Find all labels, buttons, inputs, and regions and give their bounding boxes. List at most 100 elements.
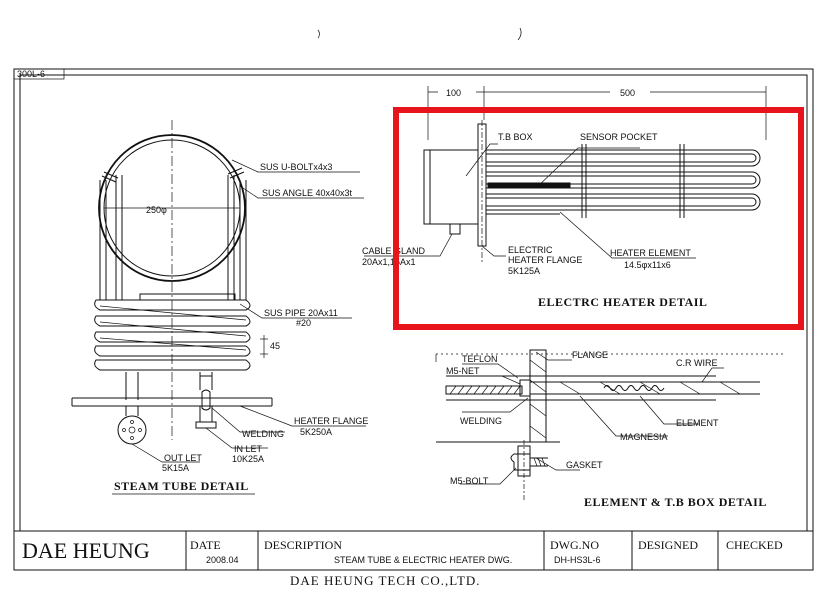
dwg-no-value: DH-HS3L-6 (554, 555, 601, 565)
element-label: ELEMENT (676, 418, 719, 428)
dim-500: 500 (620, 88, 635, 98)
company-name: DAE HEUNG (22, 538, 150, 563)
welding-label: WELDING (242, 429, 284, 439)
dwg-no-label: DWG.NO (550, 538, 599, 552)
electric-flange-label-1: ELECTRIC (508, 245, 553, 255)
ubolt-clip-left (101, 171, 119, 183)
m5-bolt-label: M5-BOLT (450, 476, 489, 486)
description-value: STEAM TUBE & ELECTRIC HEATER DWG. (334, 555, 512, 565)
bolt-hole (130, 420, 134, 424)
element-tb-detail: FLANGE TEFLON M5-NET C.R WIRE WELDING EL… (435, 349, 786, 509)
inlet-label-1: IN LET (234, 444, 263, 454)
outer-border (13, 68, 814, 571)
heater-element-label-1: HEATER ELEMENT (610, 248, 691, 258)
steam-tube-title: STEAM TUBE DETAIL (114, 479, 249, 493)
tb-box-label: T.B BOX (498, 132, 533, 142)
gasket (517, 445, 531, 477)
cable-gland (449, 223, 461, 235)
ubolt-label: SUS U-BOLTx4x3 (260, 162, 332, 172)
ubolt-clip-right (227, 167, 245, 179)
magnesia-label: MAGNESIA (620, 432, 668, 442)
outlet-flange-hole (128, 426, 136, 434)
title-block: DAE HEUNG DATE 2008.04 DESCRIPTION STEAM… (14, 530, 813, 570)
heater-flange-label-2: 5K250A (300, 427, 332, 437)
bolt-head (510, 453, 531, 471)
leader-line (462, 375, 521, 385)
leader-line (239, 405, 366, 427)
dim-label-bg (610, 86, 650, 98)
description-label: DESCRIPTION (264, 538, 342, 552)
date-value: 2008.04 (206, 555, 239, 565)
pitch-label: 45 (270, 341, 280, 351)
bolt-thread (533, 457, 546, 467)
electric-heater-detail: 100 500 T.B BOX SENSOR P (362, 86, 767, 309)
cr-wire-label: C.R WIRE (676, 358, 718, 368)
element-detail-title: ELEMENT & T.B BOX DETAIL (584, 495, 767, 509)
outlet-flange-neck (125, 406, 139, 416)
steam-tube-detail: 250φ 45 (71, 120, 368, 495)
m5-bolt (530, 457, 548, 467)
bolt-hole (138, 428, 142, 432)
leader-line (559, 211, 696, 259)
pipe-label-2: #20 (296, 318, 311, 328)
leader-line (462, 363, 519, 379)
pipe-label-1: SUS PIPE 20Ax11 (264, 308, 338, 318)
outlet-label-1: OUT LET (164, 453, 202, 463)
tb-box (423, 149, 479, 225)
leader-line (639, 395, 700, 425)
sheet-id-box (13, 68, 65, 80)
flange-label: FLANGE (572, 350, 608, 360)
sheet-id: 300L-6 (17, 69, 45, 79)
electric-heater-title: ELECTRC HEATER DETAIL (538, 295, 707, 309)
leader-line (579, 395, 668, 437)
electric-flange-label-3: 5K125A (508, 266, 540, 276)
electric-flange-label-2: HEATER FLANGE (508, 255, 582, 265)
m5-nut (519, 379, 531, 397)
teflon-insert (445, 385, 523, 395)
heater-flange-label-1: HEATER FLANGE (294, 416, 368, 426)
leader-line (535, 147, 640, 189)
heater-elements (486, 149, 761, 215)
leader-line (364, 233, 453, 257)
cr-wire-coil (603, 385, 665, 391)
gasket-label: GASKET (566, 460, 603, 470)
outlet-label-2: 5K15A (162, 463, 189, 473)
sensor-pocket-label: SENSOR POCKET (580, 132, 658, 142)
leader-line (239, 185, 364, 199)
leader-line (535, 351, 572, 361)
leader-line (462, 397, 529, 413)
leader-line (205, 427, 268, 449)
scan-mark (517, 27, 522, 41)
pipe-coils (94, 293, 251, 371)
leader-line (211, 407, 285, 433)
leader-line (131, 443, 200, 463)
sensor-pocket (487, 182, 571, 189)
inlet-label-2: 10K25A (232, 454, 264, 464)
bolt-hole (130, 436, 134, 440)
inlet-flange (195, 406, 217, 429)
hatch-lines (449, 385, 521, 395)
bolt-hole (122, 428, 126, 432)
magnesia-hatch (559, 381, 741, 395)
heater-element-label-2: 14.5φx11x6 (624, 260, 671, 270)
footer-company: DAE HEUNG TECH CO.,LTD. (290, 573, 481, 588)
m5-net-label: M5-NET (446, 366, 480, 376)
diameter-label: 250φ (146, 205, 167, 215)
cable-gland-label-2: 20Ax1,15Ax1 (362, 257, 416, 267)
leader-line (701, 367, 724, 383)
dim-label-bg (438, 86, 476, 98)
leader-line (465, 143, 498, 177)
welding-detail-label: WELDING (460, 416, 502, 426)
dim-100: 100 (446, 88, 461, 98)
leader-line (460, 467, 517, 485)
element-tube-inner (530, 381, 760, 395)
hatch-lines (529, 359, 547, 439)
leader-line (481, 245, 506, 257)
highlight-box (393, 107, 804, 330)
outlet-pipes (125, 372, 213, 400)
inlet-pipe (201, 389, 211, 411)
teflon-label: TEFLON (462, 354, 498, 364)
date-label: DATE (190, 538, 221, 552)
leader-line (535, 457, 580, 471)
